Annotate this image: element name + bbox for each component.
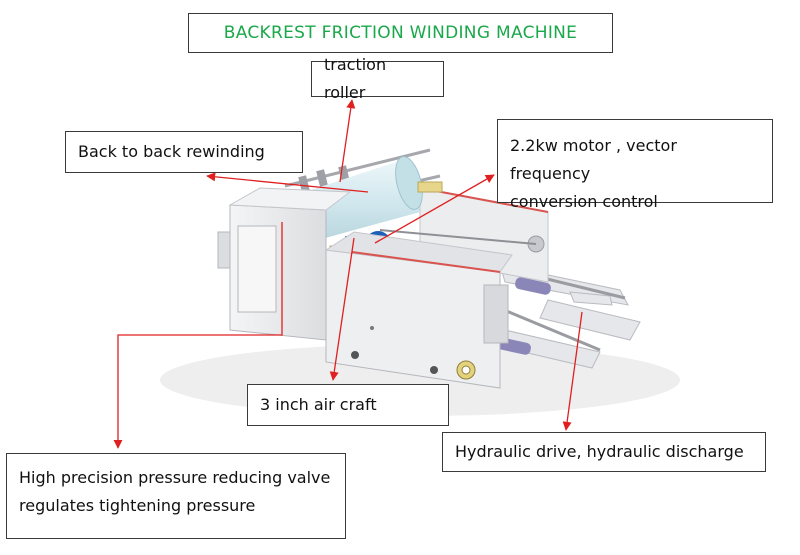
annotation-arrows [113, 99, 583, 449]
arrow-valve [113, 222, 283, 449]
label-motor-line1: 2.2kw motor , vector frequency [510, 136, 677, 183]
title-box: BACKREST FRICTION WINDING MACHINE [188, 13, 613, 53]
label-air-craft: 3 inch air craft [247, 384, 449, 426]
label-traction-roller: traction roller [311, 55, 444, 102]
label-valve-line2: regulates tightening pressure [19, 496, 256, 515]
label-pressure-valve: High precision pressure reducing valve r… [6, 453, 346, 539]
arrow-traction-roller [339, 99, 356, 183]
label-back-to-back-text: Back to back rewinding [78, 142, 265, 161]
label-valve-line1: High precision pressure reducing valve [19, 468, 331, 487]
label-traction-roller-text: traction roller [324, 55, 387, 102]
label-motor: 2.2kw motor , vector frequency conversio… [497, 119, 773, 211]
label-hydraulic-text: Hydraulic drive, hydraulic discharge [455, 442, 744, 461]
cabinet-door [237, 225, 277, 313]
label-motor-line2: conversion control [510, 192, 658, 211]
label-back-to-back-rewinding: Back to back rewinding [65, 131, 303, 173]
arrow-back-to-back [206, 172, 369, 193]
arrow-hydraulic [562, 311, 583, 431]
arrow-air-craft [329, 237, 355, 381]
page-title: BACKREST FRICTION WINDING MACHINE [223, 23, 578, 43]
arrow-motor [374, 174, 495, 244]
label-air-craft-text: 3 inch air craft [260, 395, 377, 414]
label-hydraulic: Hydraulic drive, hydraulic discharge [442, 432, 766, 472]
left-cabinet [217, 187, 352, 341]
front-main-plate [324, 231, 513, 389]
